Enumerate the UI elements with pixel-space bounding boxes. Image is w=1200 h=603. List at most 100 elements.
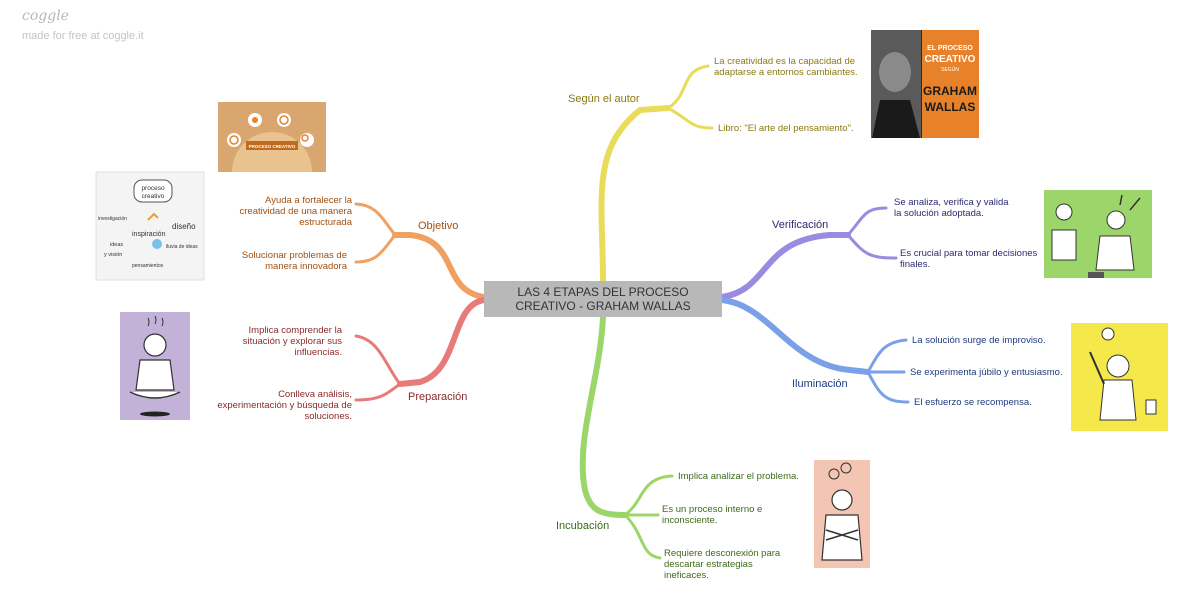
- leaf-line: adaptarse a entornos cambiantes.: [714, 67, 858, 78]
- leaf-text: Implica analizar el problema.: [678, 471, 799, 482]
- connector-preparacion-leaf-1: [354, 334, 402, 386]
- connector-objetivo-leaf-1: [354, 202, 397, 237]
- leaf-line: inconsciente.: [662, 515, 717, 526]
- branch-incubacion: [579, 314, 674, 560]
- leaf-text: La solución surge de improviso.: [912, 335, 1046, 346]
- leaf-line: ineficaces.: [664, 570, 709, 581]
- branch-label-segun[interactable]: Según el autor: [568, 93, 640, 105]
- central-node[interactable]: LAS 4 ETAPAS DEL PROCESO CREATIVO - GRAH…: [484, 281, 722, 317]
- branch-preparacion: [354, 297, 487, 402]
- connector-iluminacion-main: [719, 297, 871, 375]
- coggle-logo[interactable]: coggle: [22, 8, 69, 24]
- connector-objetivo-leaf-2: [354, 233, 397, 264]
- connector-incubacion-main: [579, 314, 628, 518]
- sketch-word-1: proceso: [141, 185, 165, 192]
- leaf-line: la solución adoptada.: [894, 208, 984, 219]
- connector-objetivo-main: [392, 232, 487, 300]
- leaf-text: El esfuerzo se recompensa.: [914, 397, 1032, 408]
- branch-label-objetivo[interactable]: Objetivo: [418, 220, 458, 232]
- leaf-preparacion-2[interactable]: Conlleva análisis,experimentación y búsq…: [217, 389, 352, 422]
- leaf-line: Ayuda a fortalecer la: [265, 195, 353, 206]
- connector-incubacion-leaf-3: [623, 513, 662, 560]
- leaf-line: Requiere desconexión para: [664, 548, 781, 559]
- leaf-line: soluciones.: [304, 411, 352, 422]
- leaf-line: Implica analizar el problema.: [678, 471, 799, 482]
- meditation-image: [120, 312, 190, 420]
- leaf-line: creatividad de una manera: [240, 206, 353, 217]
- leaf-line: manera innovadora: [265, 261, 348, 272]
- leaf-line: finales.: [900, 259, 930, 270]
- leaf-line: Implica comprender la: [249, 325, 343, 336]
- branch-label-preparacion[interactable]: Preparación: [408, 391, 467, 403]
- connector-incubacion-leaf-1: [623, 474, 674, 517]
- connector-segun-main: [598, 105, 671, 286]
- leaf-line: influencias.: [294, 347, 342, 358]
- sketch-word-8: lluvia de ideas: [166, 244, 198, 250]
- leaf-line: Conlleva análisis,: [278, 389, 352, 400]
- branch-label-iluminacion[interactable]: Iluminación: [792, 378, 848, 390]
- leaf-line: Libro: "El arte del pensamiento".: [718, 123, 854, 134]
- leaf-iluminacion-1[interactable]: La solución surge de improviso.: [912, 335, 1046, 346]
- sketch-notes-image: proceso creativo investigación inspiraci…: [95, 171, 205, 281]
- book-text-5: WALLAS: [925, 100, 976, 114]
- process-wheel-image: PROCESO CREATIVO: [218, 102, 326, 172]
- branch-objetivo: [354, 202, 487, 300]
- connector-iluminacion-leaf-3: [866, 370, 910, 404]
- sketch-word-4: inspiración: [132, 231, 166, 238]
- sketch-word-5: diseño: [172, 222, 196, 231]
- leaf-line: situación y explorar sus: [243, 336, 343, 347]
- book-text-2: CREATIVO: [925, 54, 976, 65]
- branch-label-incubacion[interactable]: Incubación: [556, 520, 609, 532]
- incubation-image: [814, 460, 870, 568]
- leaf-line: descartar estrategias: [664, 559, 753, 570]
- branch-verificacion: [719, 206, 898, 300]
- leaf-iluminacion-2[interactable]: Se experimenta júbilo y entusiasmo.: [910, 367, 1063, 378]
- leaf-line: Se analiza, verifica y valida: [894, 197, 1009, 208]
- leaf-text: Libro: "El arte del pensamiento".: [718, 123, 854, 134]
- branch-segun: [598, 64, 714, 286]
- branch-label-verificacion[interactable]: Verificación: [772, 219, 828, 231]
- leaf-line: La creatividad es la capacidad de: [714, 56, 855, 67]
- connector-segun-leaf-1: [666, 64, 710, 110]
- connector-preparacion-main: [397, 297, 487, 387]
- book-text-3: SEGÚN: [941, 66, 959, 73]
- sketch-word-7: y visión: [104, 252, 122, 258]
- sketch-word-9: pensamientos: [132, 263, 164, 269]
- central-node-title: LAS 4 ETAPAS DEL PROCESO CREATIVO - GRAH…: [515, 285, 691, 313]
- leaf-segun-2[interactable]: Libro: "El arte del pensamiento".: [718, 123, 854, 134]
- wheel-center-text: PROCESO CREATIVO: [249, 144, 296, 149]
- leaf-line: Es un proceso interno e: [662, 504, 762, 515]
- leaf-line: Se experimenta júbilo y entusiasmo.: [910, 367, 1063, 378]
- sketch-word-6: ideas: [110, 242, 123, 248]
- coggle-brand: coggle made for free at coggle.it: [22, 8, 144, 42]
- leaf-line: Solucionar problemas de: [242, 250, 347, 261]
- connector-segun-leaf-2: [666, 106, 714, 130]
- coggle-tagline[interactable]: made for free at coggle.it: [22, 30, 144, 42]
- leaf-text: Conlleva análisis,experimentación y búsq…: [217, 389, 352, 422]
- leaf-iluminacion-3[interactable]: El esfuerzo se recompensa.: [914, 397, 1032, 408]
- book-text-1: EL PROCESO: [927, 45, 973, 52]
- leaf-incubacion-1[interactable]: Implica analizar el problema.: [678, 471, 799, 482]
- leaf-line: Es crucial para tomar decisiones: [900, 248, 1038, 259]
- sketch-word-2: creativo: [142, 193, 165, 200]
- connector-verificacion-main: [719, 232, 851, 300]
- illumination-image: [1071, 323, 1168, 431]
- leaf-text: Se experimenta júbilo y entusiasmo.: [910, 367, 1063, 378]
